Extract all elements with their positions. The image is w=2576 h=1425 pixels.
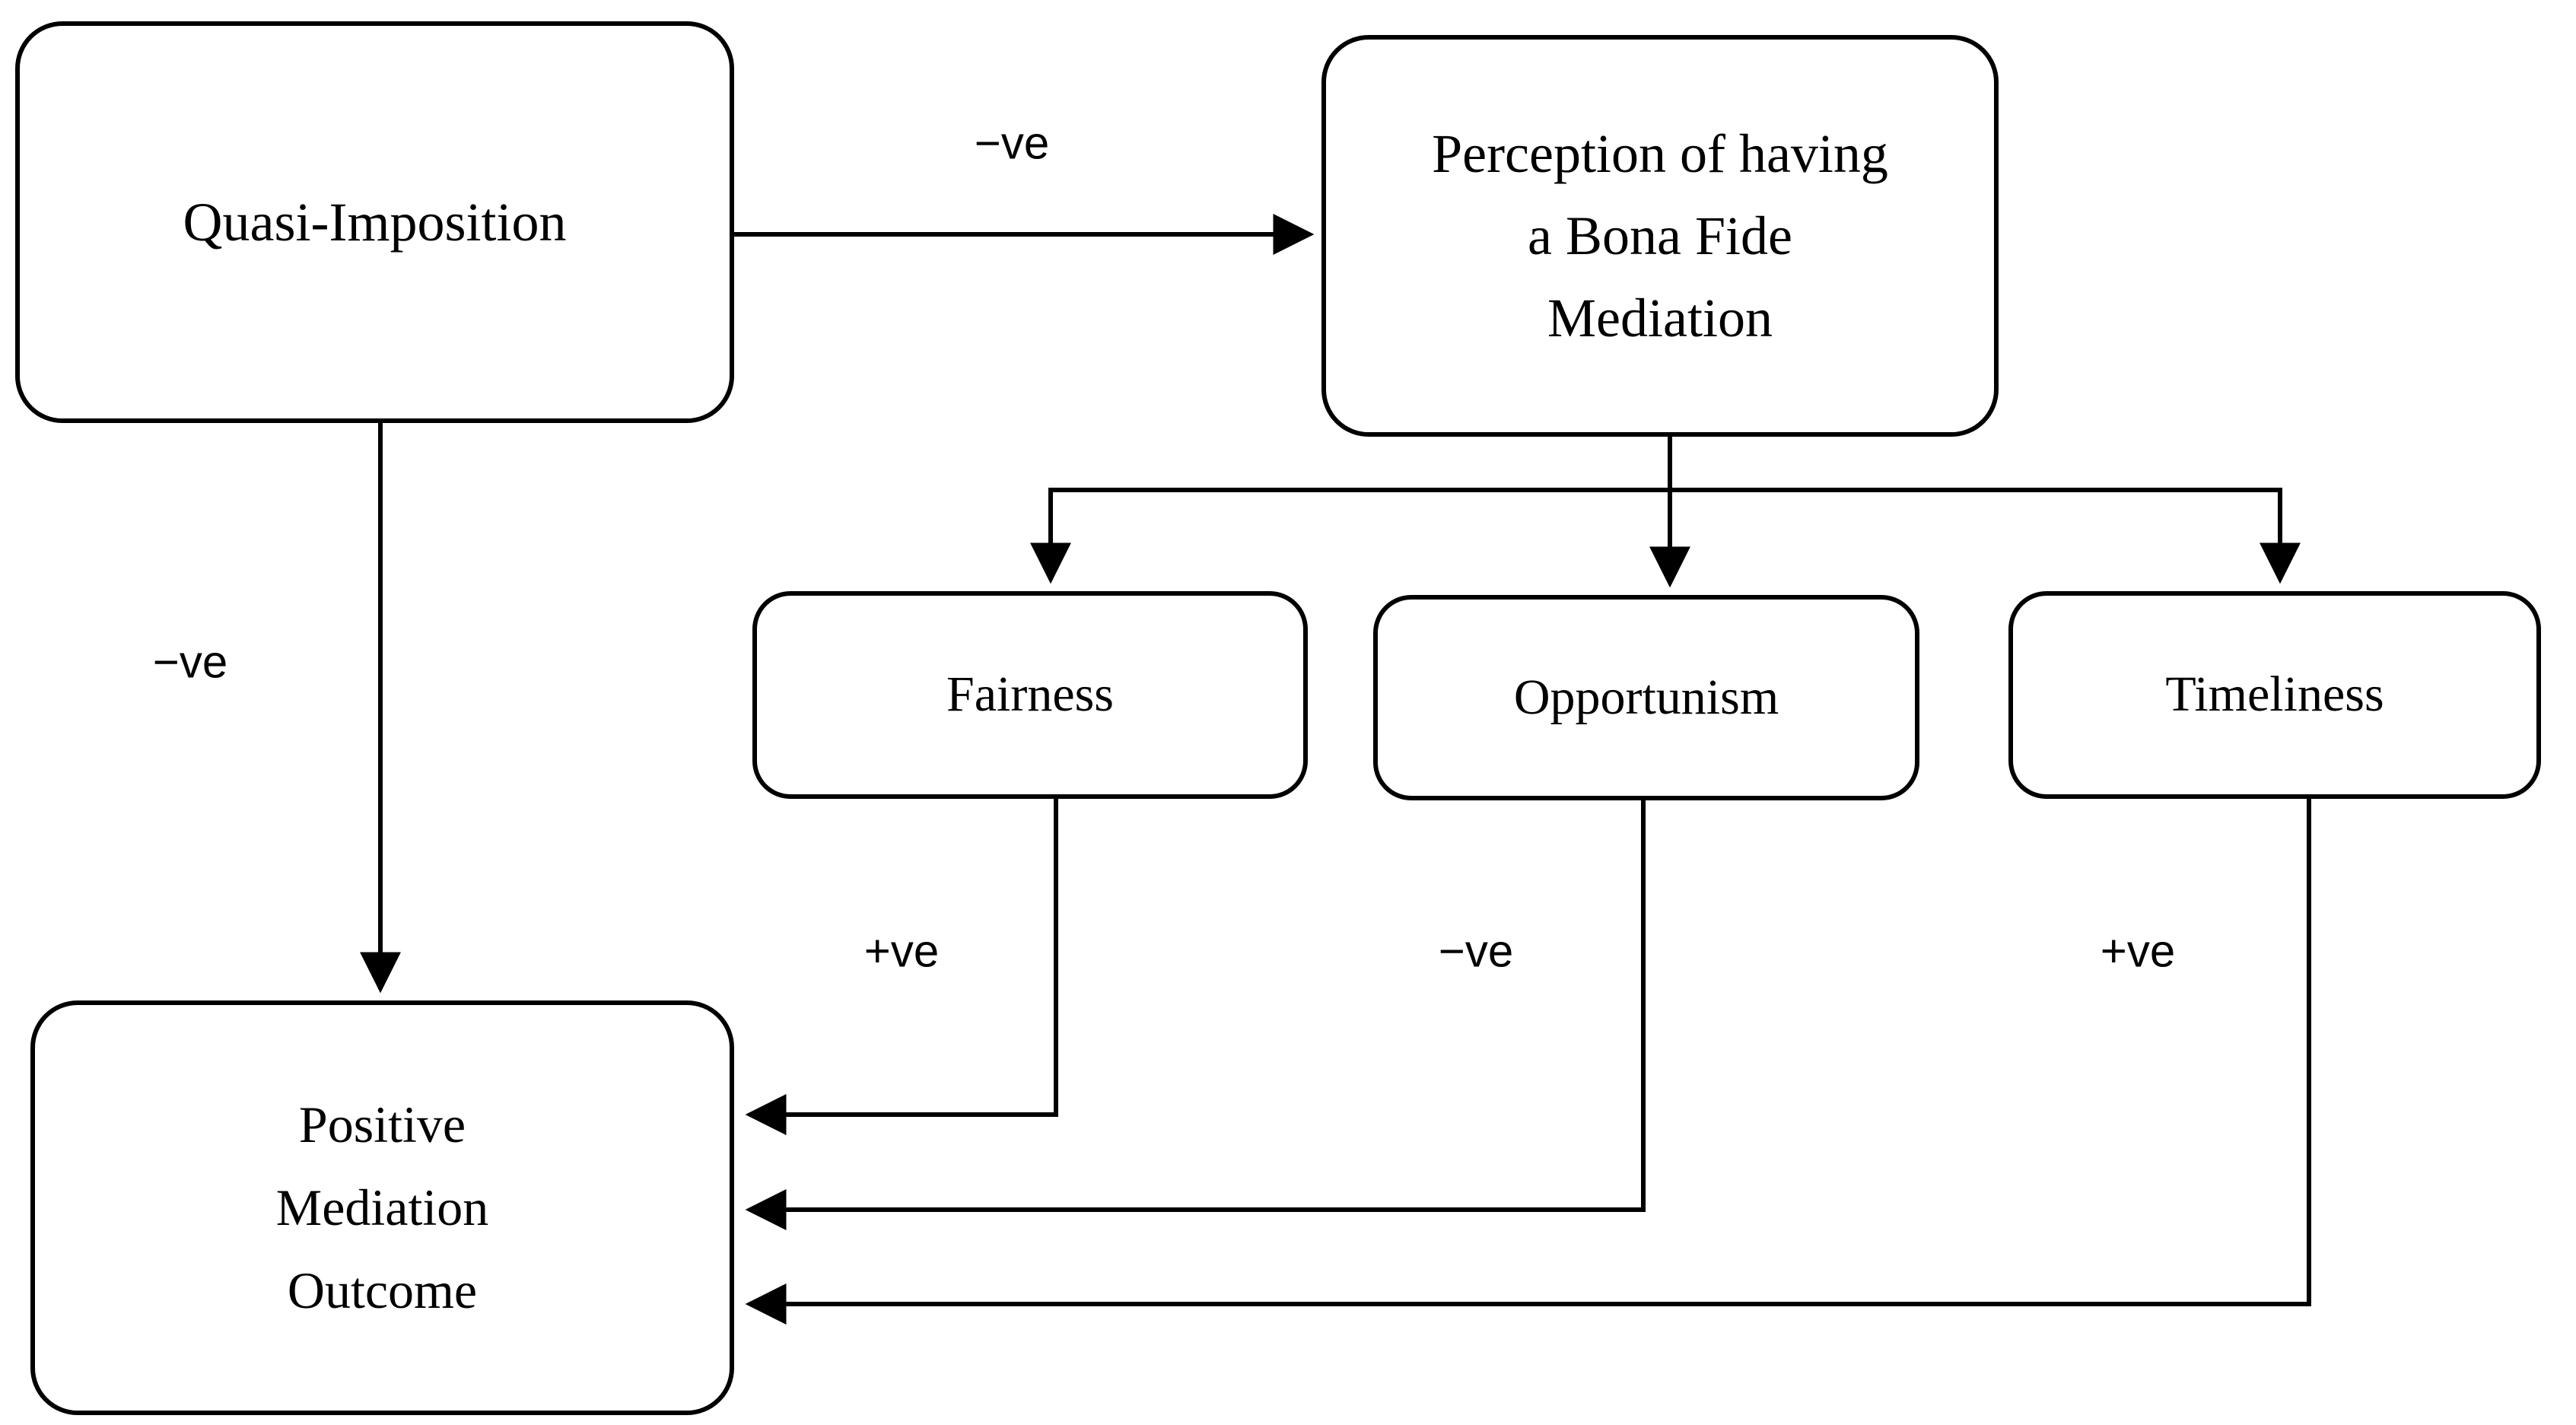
node-quasi-imposition-label: Quasi-Imposition — [183, 192, 567, 253]
node-positive-mediation-outcome: Positive Mediation Outcome — [30, 1000, 734, 1415]
edge-label-opportunism-to-outcome: −ve — [1438, 925, 1514, 977]
arrow-fairness-to-outcome — [745, 799, 1058, 1135]
edge-label-quasi-to-perception: −ve — [974, 117, 1050, 169]
arrow-timeliness-to-outcome — [745, 799, 2311, 1325]
edge-label-fairness-to-outcome: +ve — [863, 925, 940, 977]
node-timeliness: Timeliness — [2008, 591, 2541, 799]
node-opportunism-label: Opportunism — [1513, 669, 1779, 725]
node-fairness: Fairness — [752, 591, 1308, 799]
node-perception-label: Perception of having a Bona Fide Mediati… — [1432, 123, 1888, 348]
node-fairness-label: Fairness — [946, 666, 1114, 723]
edge-label-quasi-to-outcome: −ve — [152, 636, 228, 688]
node-opportunism: Opportunism — [1373, 595, 1919, 800]
node-positive-outcome-label: Positive Mediation Outcome — [275, 1096, 489, 1319]
arrow-opportunism-to-outcome — [745, 800, 1646, 1230]
edge-label-timeliness-to-outcome: +ve — [2100, 925, 2176, 977]
node-perception-bona-fide-mediation: Perception of having a Bona Fide Mediati… — [1321, 35, 1999, 437]
node-quasi-imposition: Quasi-Imposition — [15, 21, 734, 423]
node-timeliness-label: Timeliness — [2165, 666, 2384, 723]
